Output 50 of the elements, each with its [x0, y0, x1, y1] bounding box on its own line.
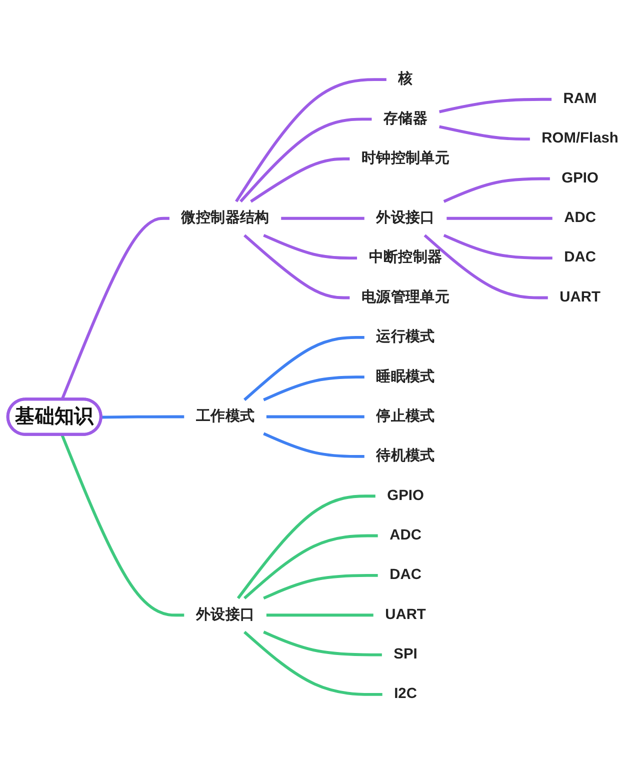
node-text: 中断控制器	[368, 249, 442, 266]
connector	[266, 614, 374, 617]
node-text: I2C	[394, 685, 417, 702]
connector	[263, 574, 378, 600]
connector	[244, 336, 364, 401]
connector	[244, 234, 350, 300]
node-text: DAC	[390, 566, 422, 584]
connector	[244, 534, 378, 600]
node-text: 电源管理单元	[361, 288, 450, 306]
connector	[438, 125, 530, 141]
connector	[263, 630, 382, 656]
node-text: 核	[398, 70, 413, 88]
node-text: ADC	[390, 526, 422, 544]
connector	[240, 118, 372, 202]
connector	[235, 78, 386, 202]
node-text: 运行模式	[376, 328, 435, 345]
node-text: ADC	[564, 209, 596, 226]
node-text: 工作模式	[196, 408, 255, 424]
connector	[438, 98, 552, 114]
node-text: 外设接口	[376, 209, 435, 226]
connector	[446, 216, 552, 220]
node-text: 存储器	[383, 110, 428, 127]
connector	[266, 415, 364, 418]
connector	[263, 376, 364, 402]
node-text: RAM	[563, 90, 597, 107]
node-text: 外设接口	[196, 606, 255, 623]
node-text: 停止模式	[376, 408, 435, 424]
connector	[101, 415, 184, 419]
connector	[250, 157, 350, 203]
connector	[281, 216, 364, 220]
connector	[263, 234, 358, 260]
connector	[263, 432, 364, 458]
node-text: GPIO	[387, 487, 424, 504]
node-text: DAC	[564, 249, 596, 266]
connector	[236, 494, 376, 600]
node-text: SPI	[394, 646, 418, 662]
node-text: UART	[560, 288, 600, 306]
connector	[244, 630, 382, 696]
node-text: 时钟控制单元	[361, 150, 450, 166]
connector	[443, 234, 552, 260]
connector	[60, 434, 184, 617]
node-text: UART	[385, 606, 426, 623]
node-text: 微控制器结构	[181, 209, 270, 226]
node-text: 睡眠模式	[376, 368, 435, 385]
connector	[424, 234, 548, 300]
node-text: ROM/Flash	[542, 130, 618, 147]
node-text: 待机模式	[376, 447, 435, 464]
node-text: GPIO	[562, 170, 598, 186]
connector	[60, 216, 170, 400]
connector	[443, 177, 550, 203]
